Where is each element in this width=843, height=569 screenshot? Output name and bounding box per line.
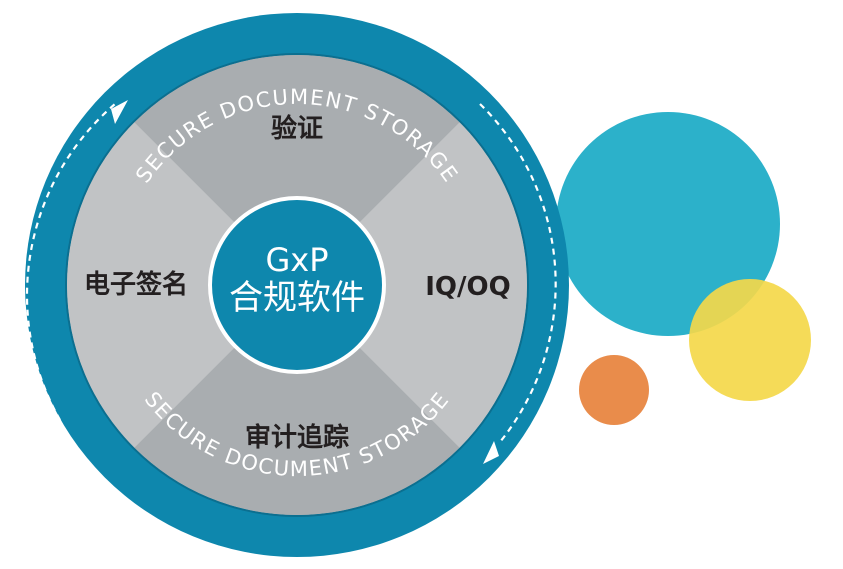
arrow-bottom-right-icon (483, 441, 499, 464)
orange-bubble (579, 355, 649, 425)
segment-label-left: 电子签名 (84, 269, 188, 300)
segment-label-bottom: 审计追踪 (245, 422, 349, 453)
segment-label-right: IQ/OQ (425, 272, 510, 302)
center-title: GxP (265, 241, 328, 279)
segment-right (297, 55, 527, 515)
segment-bottom (67, 285, 527, 515)
yellow-bubble (689, 279, 811, 401)
segment-label-top: 验证 (271, 113, 323, 144)
center-circle (208, 196, 386, 374)
segment-top (67, 55, 527, 285)
blue-bubble (556, 112, 780, 336)
dashed-arc-left (25, 103, 116, 421)
center-subtitle: 合规软件 (229, 278, 365, 318)
arrow-top-left-icon (111, 100, 128, 124)
segment-left (67, 55, 297, 515)
